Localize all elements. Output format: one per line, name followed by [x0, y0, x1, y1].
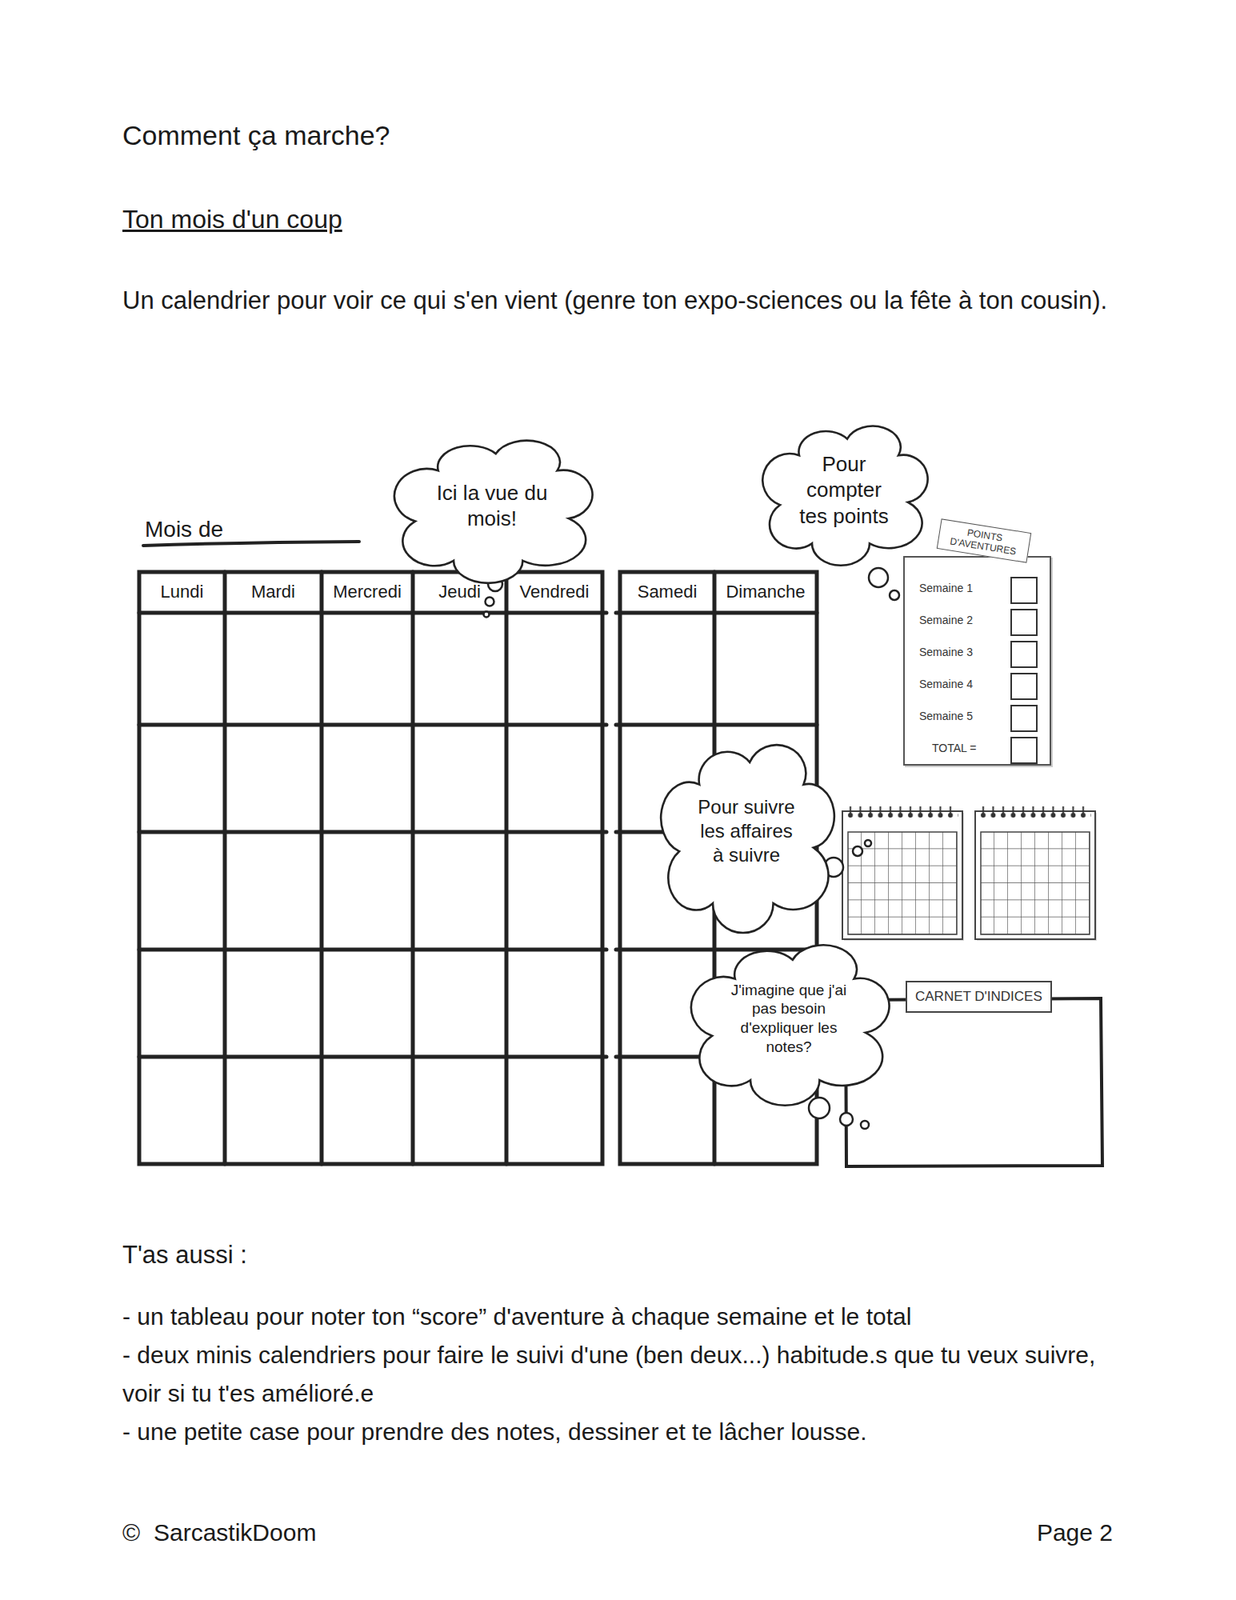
- day-header: Mercredi: [321, 581, 413, 603]
- day-header: Dimanche: [714, 581, 817, 603]
- score-box: [1010, 672, 1038, 700]
- cloud-text: J'imagine que j'ai pas besoin d'explique…: [727, 980, 851, 1057]
- day-header: Vendredi: [506, 581, 603, 603]
- thought-cloud: Pour compter tes points: [764, 422, 924, 560]
- intro-text: Un calendrier pour voir ce qui s'en vien…: [122, 281, 1115, 320]
- cloud-text-area: Pour compter tes points: [792, 445, 896, 534]
- list-item: - deux minis calendriers pour faire le s…: [122, 1336, 1115, 1413]
- day-header: Jeudi: [412, 581, 507, 603]
- cloud-text-area: Pour suivre les affaires à suivre: [692, 771, 800, 890]
- list-item: - une petite case pour prendre des notes…: [122, 1412, 1115, 1452]
- thought-cloud: Ici la vue du mois!: [396, 436, 588, 578]
- score-box: [1010, 640, 1038, 668]
- cloud-text: Pour suivre les affaires à suivre: [692, 795, 800, 868]
- table-row-label: Semaine 2: [919, 613, 973, 627]
- score-box: [1010, 736, 1038, 764]
- cloud-text: Ici la vue du mois!: [430, 480, 554, 532]
- day-header: Samedi: [620, 581, 715, 603]
- cloud-text-area: J'imagine que j'ai pas besoin d'explique…: [727, 968, 851, 1070]
- mini-calendar: [975, 804, 1097, 941]
- thought-cloud: J'imagine que j'ai pas besoin d'explique…: [692, 940, 885, 1100]
- list-item: - un tableau pour noter ton “score” d'av…: [122, 1297, 1115, 1336]
- thought-cloud: Pour suivre les affaires à suivre: [662, 740, 831, 926]
- notes-tab: CARNET D'INDICES: [905, 980, 1052, 1013]
- author-name: SarcastikDoom: [153, 1514, 474, 1552]
- table-row-label: Semaine 5: [919, 709, 973, 723]
- month-line: [143, 541, 360, 546]
- table-row-label: Semaine 4: [919, 677, 973, 691]
- notes-box: CARNET D'INDICES: [845, 998, 1102, 1167]
- mini-calendar: [842, 804, 964, 941]
- cloud-text-area: Ici la vue du mois!: [430, 460, 554, 552]
- table-row-label: TOTAL =: [932, 741, 976, 755]
- score-box: [1010, 704, 1038, 732]
- day-header: Lundi: [139, 581, 225, 603]
- table-row-label: Semaine 3: [919, 645, 973, 659]
- cloud-text: Pour compter tes points: [792, 451, 896, 530]
- thought-dots: [484, 568, 900, 1129]
- section-heading: Ton mois d'un coup: [122, 200, 683, 240]
- score-box: [1010, 608, 1038, 636]
- month-label: Mois de: [144, 512, 353, 547]
- notes-box-outline: [845, 998, 1103, 1167]
- copyright-symbol: ©: [122, 1514, 155, 1552]
- page-title: Comment ça marche?: [122, 120, 390, 152]
- table-header-tab: POINTS D'AVENTURES: [936, 518, 1032, 563]
- points-table: POINTS D'AVENTURESSemaine 1Semaine 2Sema…: [903, 556, 1052, 766]
- table-row-label: Semaine 1: [919, 581, 973, 595]
- day-header: Mardi: [224, 581, 322, 603]
- list-block: - un tableau pour noter ton “score” d'av…: [122, 1297, 1115, 1452]
- page-number: Page 2: [920, 1514, 1113, 1552]
- score-box: [1010, 576, 1038, 604]
- list-heading: T'as aussi :: [122, 1236, 603, 1275]
